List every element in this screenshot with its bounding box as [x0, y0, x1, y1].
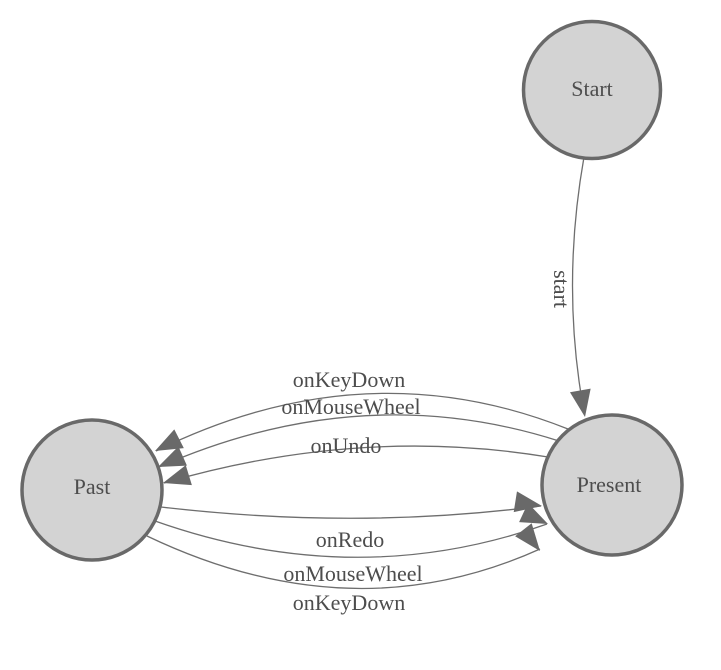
node-past-circle[interactable]	[20, 418, 164, 562]
edge-past-to-present-onkeydown: onKeyDown	[146, 523, 541, 615]
edge-label-onmousewheel-upper: onMouseWheel	[281, 394, 420, 419]
edge-label-onkeydown-lower: onKeyDown	[293, 590, 405, 615]
node-start-circle[interactable]	[521, 19, 663, 161]
arrowhead-icon	[569, 388, 591, 417]
node-present[interactable]: Present	[540, 413, 684, 557]
edge-label-onkeydown-upper: onKeyDown	[293, 367, 405, 392]
edge-start-to-present-path	[571, 156, 585, 413]
node-present-label: Present	[577, 472, 642, 497]
edge-start-to-present: start	[549, 156, 591, 417]
arrowhead-icon	[513, 491, 542, 513]
edge-present-to-past-onkeydown-path	[155, 392, 569, 452]
edge-past-to-present-onmousewheel-path	[154, 520, 548, 558]
edge-label-onundo: onUndo	[311, 433, 382, 458]
arrowhead-icon	[163, 465, 192, 486]
edge-present-to-past-onundo: onUndo	[163, 433, 549, 486]
edge-present-to-past-onmousewheel-path	[158, 414, 560, 468]
edge-label-onmousewheel-lower: onMouseWheel	[283, 561, 422, 586]
edge-past-to-present-onkeydown-path	[146, 535, 541, 590]
arrowhead-icon	[155, 429, 184, 451]
arrowhead-icon	[515, 523, 540, 551]
node-past[interactable]: Past	[20, 418, 164, 562]
edge-label-start: start	[549, 270, 574, 308]
edge-present-to-past-onkeydown: onKeyDown	[155, 367, 569, 452]
edge-past-to-present-onmousewheel: onMouseWheel	[154, 503, 548, 586]
edge-present-to-past-onundo-path	[163, 445, 549, 484]
edge-present-to-past-onmousewheel: onMouseWheel	[158, 394, 560, 468]
node-past-label: Past	[74, 474, 111, 499]
node-start-label: Start	[571, 76, 613, 101]
arrowhead-icon	[158, 446, 187, 467]
node-present-circle[interactable]	[540, 413, 684, 557]
edge-label-onredo: onRedo	[316, 527, 384, 552]
arrowhead-icon	[519, 503, 548, 524]
node-start[interactable]: Start	[521, 19, 663, 161]
edge-past-to-present-onredo: onRedo	[160, 491, 542, 552]
edge-past-to-present-onredo-path	[160, 505, 542, 519]
